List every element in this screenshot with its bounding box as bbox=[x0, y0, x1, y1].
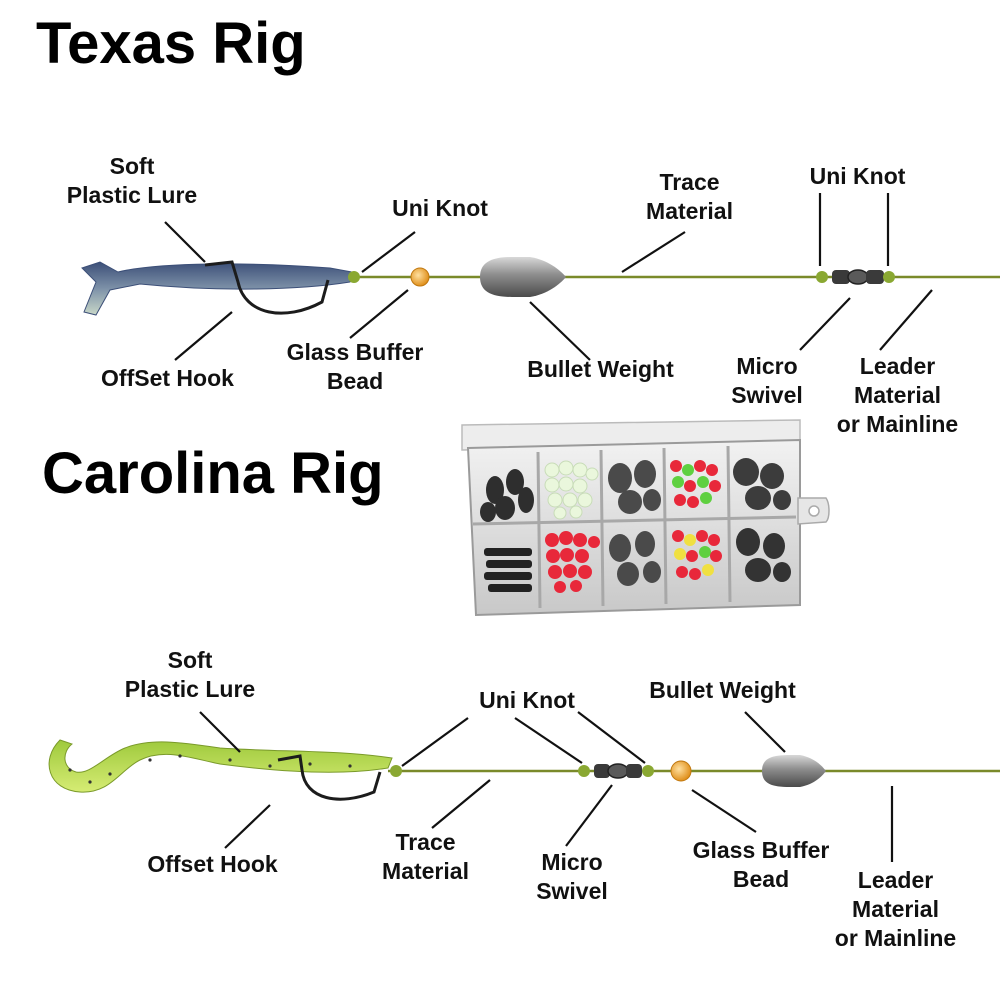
texas-rig-title: Texas Rig bbox=[36, 11, 306, 76]
carolina-lure-speckles bbox=[68, 754, 352, 784]
carolina-micro-swivel bbox=[578, 763, 654, 779]
texas-bullet-weight bbox=[480, 257, 566, 297]
carolina-leader-lines bbox=[199, 711, 894, 862]
box-weights-gray bbox=[608, 460, 661, 514]
box-red-yellow-beads bbox=[672, 530, 722, 580]
box-mixed-beads bbox=[670, 460, 721, 508]
tackle-box bbox=[461, 419, 830, 617]
carolina-soft-plastic-lure bbox=[48, 739, 393, 793]
texas-label-uni-knot-2: Uni Knot bbox=[809, 163, 906, 189]
box-weights-bottom bbox=[736, 528, 791, 582]
carolina-glass-bead bbox=[670, 760, 692, 782]
texas-rig-illustration bbox=[81, 193, 1000, 361]
carolina-label-bullet-weight: Bullet Weight bbox=[649, 677, 796, 703]
carolina-rig-illustration bbox=[48, 711, 1000, 862]
texas-soft-plastic-lure bbox=[81, 261, 353, 316]
box-red-beads bbox=[545, 531, 600, 593]
carolina-label-offset-hook: Offset Hook bbox=[147, 851, 278, 877]
box-swivels bbox=[484, 548, 532, 592]
carolina-offset-hook bbox=[277, 754, 382, 801]
texas-label-bullet-weight: Bullet Weight bbox=[527, 356, 674, 382]
box-weights-mid bbox=[609, 531, 661, 586]
texas-glass-bead bbox=[410, 267, 430, 287]
texas-uni-knot-1 bbox=[348, 271, 360, 283]
carolina-label-uni-knot: Uni Knot bbox=[479, 687, 575, 713]
box-weights-dark bbox=[480, 469, 534, 522]
carolina-uni-knot-1 bbox=[390, 765, 402, 777]
carolina-bullet-weight bbox=[762, 755, 826, 787]
texas-offset-hook bbox=[204, 260, 330, 315]
texas-micro-swivel bbox=[816, 269, 895, 285]
box-weights-large bbox=[733, 458, 791, 510]
carolina-rig-title: Carolina Rig bbox=[42, 441, 384, 506]
box-glow-beads bbox=[544, 460, 599, 520]
texas-label-uni-knot-1: Uni Knot bbox=[392, 195, 488, 221]
texas-leader-lines bbox=[164, 193, 933, 361]
texas-label-offset-hook: OffSet Hook bbox=[101, 365, 234, 391]
